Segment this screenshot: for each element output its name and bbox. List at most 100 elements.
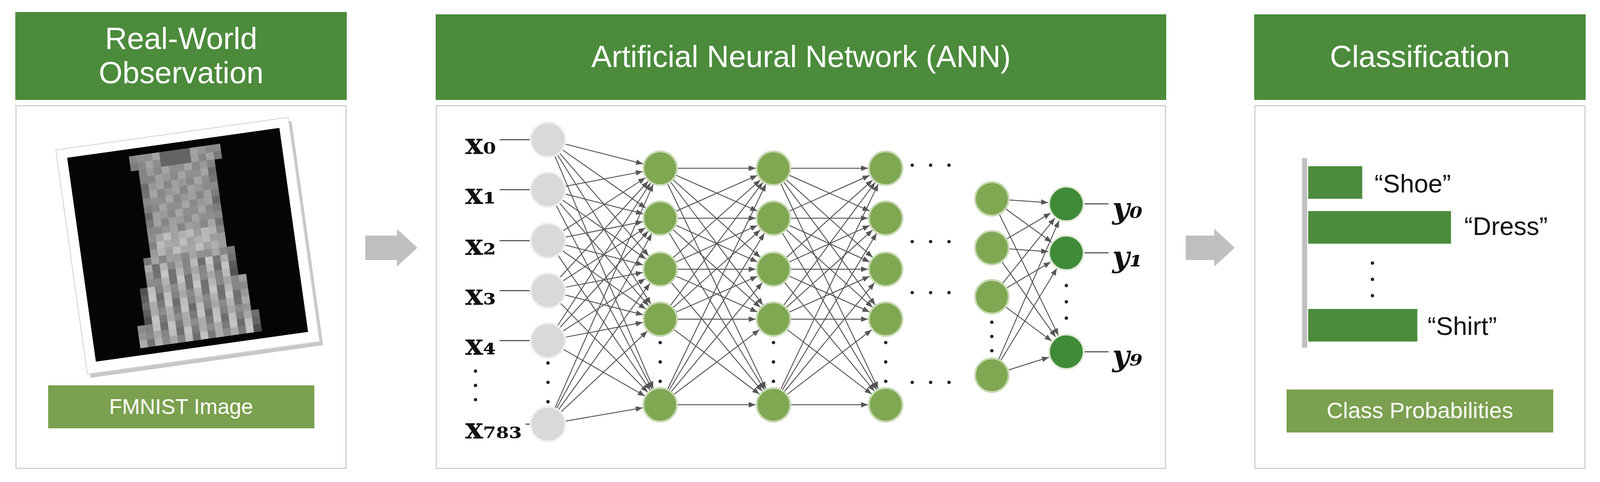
image-pixel	[250, 309, 260, 319]
image-pixel	[200, 175, 210, 184]
weight-line	[790, 404, 869, 406]
image-pixel	[156, 188, 166, 198]
image-pixel	[194, 183, 204, 193]
image-pixel	[196, 250, 206, 259]
image-pixel	[152, 271, 162, 281]
input-label: x₀	[465, 129, 496, 159]
image-pixel	[192, 332, 201, 342]
image-pixel	[193, 287, 203, 297]
ellipsis-dot	[546, 361, 550, 365]
image-pixel	[158, 203, 168, 213]
image-pixel	[171, 186, 181, 196]
image-pixel	[177, 170, 187, 180]
image-pixel	[176, 223, 186, 232]
image-pixel	[228, 312, 238, 322]
image-pixel	[191, 213, 200, 223]
image-pixel	[224, 283, 233, 293]
image-pixel	[147, 175, 157, 185]
ellipsis-dot	[929, 240, 933, 244]
image-pixel	[229, 319, 238, 329]
image-pixel	[179, 297, 189, 307]
image-pixel	[179, 237, 188, 247]
image-pixel	[182, 318, 192, 328]
weight-line	[676, 404, 756, 406]
image-pixel	[229, 267, 239, 277]
image-pixel	[163, 180, 173, 190]
input-label: x₇₈₃	[465, 413, 522, 444]
image-pixel	[158, 314, 168, 324]
image-pixel	[245, 325, 255, 334]
weight-line	[562, 278, 645, 332]
image-pixel	[168, 164, 178, 174]
image-pixel	[210, 188, 220, 198]
image-pixel	[190, 154, 200, 163]
image-pixel	[166, 150, 176, 159]
weight-line	[999, 213, 1059, 336]
image-pixel	[161, 165, 170, 175]
image-pixel	[140, 183, 150, 193]
image-pixel	[190, 265, 200, 275]
image-pixel	[168, 328, 178, 338]
image-pixel	[184, 333, 194, 343]
image-pixel	[154, 337, 164, 347]
leader-line	[1084, 252, 1109, 254]
image-pixel	[213, 150, 223, 160]
hidden-neuron	[975, 358, 1009, 393]
image-pixel	[232, 289, 242, 299]
weight-line	[565, 408, 644, 422]
weight-line	[676, 168, 756, 169]
hidden-neuron	[756, 252, 791, 287]
image-pixel	[198, 264, 207, 274]
image-pixel	[172, 193, 182, 203]
weight-line	[668, 233, 765, 391]
hidden-neuron	[756, 201, 791, 236]
ellipsis-dot	[1064, 300, 1069, 304]
image-pixel	[185, 229, 195, 238]
image-pixel	[240, 288, 250, 298]
weight-line	[1001, 261, 1057, 338]
image-pixel	[212, 255, 222, 264]
image-pixel	[176, 275, 186, 284]
ellipsis-dot	[947, 240, 951, 244]
image-pixel	[142, 198, 152, 207]
image-pixel	[164, 187, 174, 197]
image-pixel	[226, 245, 236, 255]
image-pixel	[225, 298, 235, 307]
image-pixel	[149, 301, 159, 311]
weight-line	[786, 230, 873, 308]
image-pixel	[154, 174, 164, 183]
image-pixel	[204, 308, 214, 318]
image-pixel	[192, 280, 202, 290]
image-pixel	[138, 168, 148, 178]
ellipsis-dot	[546, 381, 550, 385]
hidden-neuron	[868, 388, 903, 423]
image-pixel	[145, 219, 155, 229]
image-pixel	[202, 241, 212, 251]
image-pixel	[149, 249, 159, 258]
hidden-neuron	[975, 231, 1009, 265]
image-pixel	[213, 321, 223, 331]
image-pixel	[151, 204, 161, 214]
hidden-neuron	[643, 302, 678, 337]
image-pixel	[239, 281, 249, 290]
image-pixel	[201, 286, 211, 296]
image-pixel	[182, 207, 192, 217]
image-pixel	[162, 284, 172, 294]
image-pixel	[220, 313, 230, 323]
image-pixel	[149, 189, 158, 199]
weight-line	[1005, 306, 1052, 342]
header-band: Classification	[1254, 14, 1586, 100]
image-pixel	[218, 239, 227, 249]
image-pixel	[145, 331, 155, 341]
image-pixel	[205, 204, 214, 213]
weight-line	[670, 282, 763, 393]
image-pixel	[176, 327, 186, 337]
image-pixel	[139, 176, 149, 186]
image-pixel	[192, 220, 201, 230]
image-pixel	[169, 224, 179, 233]
header-band: Real-World Observation	[15, 12, 347, 100]
input-neuron	[530, 406, 566, 442]
image-pixel	[154, 226, 163, 236]
ellipsis-dot	[771, 360, 775, 364]
weight-line	[784, 282, 875, 393]
